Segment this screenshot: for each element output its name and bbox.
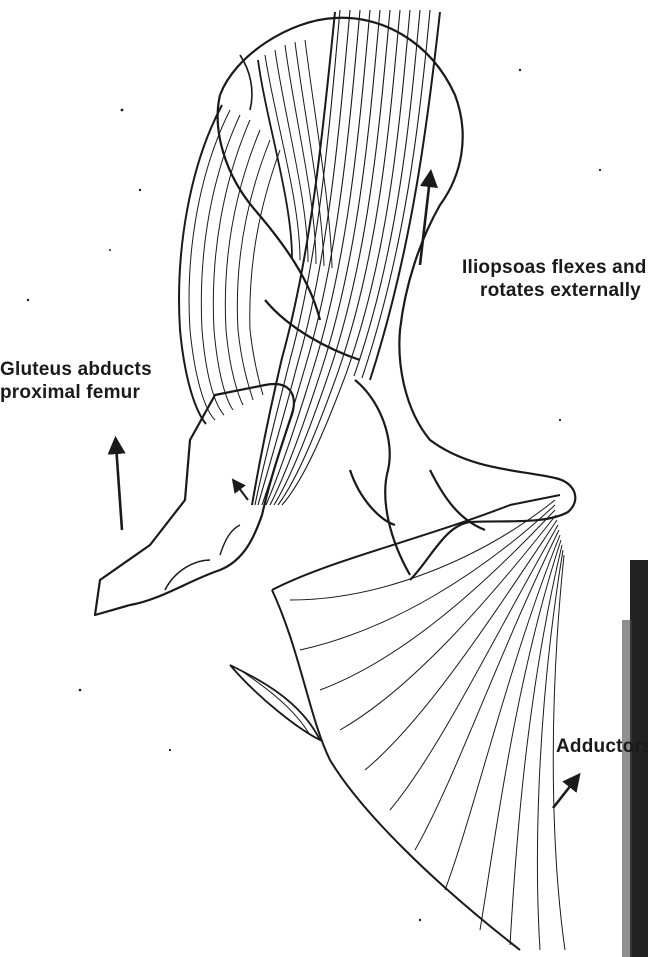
adductor-arrow (553, 780, 575, 808)
adductor-muscle (272, 495, 565, 950)
iliopsoas-arrow (420, 178, 430, 265)
gluteus-arrow (116, 445, 122, 530)
adductor-annotation-line1: Adductors (556, 735, 648, 758)
iliopsoas-annotation-line2: rotates externally (462, 279, 647, 302)
gluteus-muscle (179, 105, 280, 424)
iliopsoas-annotation-line1: Iliopsoas flexes and (462, 256, 647, 279)
gluteus-annotation-line2: proximal femur (0, 381, 152, 404)
gluteus-annotation: Gluteus abducts proximal femur (0, 358, 152, 404)
adductor-minor (230, 665, 320, 740)
adductor-annotation: Adductors (556, 735, 648, 758)
iliacus-muscle (258, 40, 332, 268)
iliopsoas-annotation: Iliopsoas flexes and rotates externally (462, 256, 647, 302)
gluteus-annotation-line1: Gluteus abducts (0, 358, 152, 381)
scan-edge-shadow (622, 560, 648, 957)
